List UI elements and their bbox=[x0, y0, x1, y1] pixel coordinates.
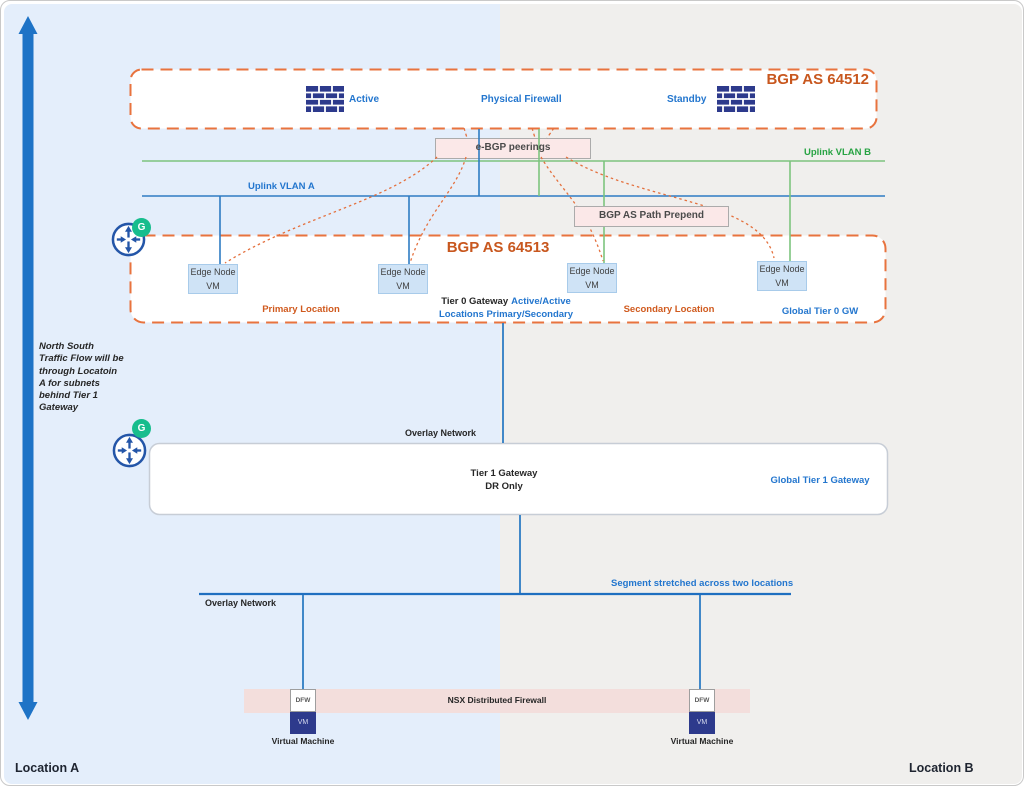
bgp-as-path-prepend-box: BGP AS Path Prepend bbox=[574, 206, 729, 227]
tier1-mode: DR Only bbox=[485, 481, 523, 492]
firewall-active-label: Active bbox=[349, 94, 380, 105]
edge-node-1-line2: VM bbox=[206, 280, 220, 291]
global-badge-tier0: G bbox=[132, 218, 151, 237]
edge-node-4: Edge Node VM bbox=[757, 261, 807, 291]
global-tier0-gw-label: Global Tier 0 GW bbox=[781, 306, 859, 317]
uplink-vlan-b-label: Uplink VLAN B bbox=[804, 147, 872, 158]
tier0-locations: Locations Primary/Secondary bbox=[438, 309, 574, 320]
edge-node-4-line2: VM bbox=[775, 277, 789, 288]
tier1-gateway-label: Tier 1 Gateway DR Only bbox=[349, 467, 659, 493]
edge-node-4-line1: Edge Node bbox=[759, 264, 805, 274]
firewall-standby-label: Standby bbox=[667, 94, 707, 105]
edge-node-3: Edge Node VM bbox=[567, 263, 617, 293]
vm-box-right: VM bbox=[689, 712, 715, 734]
bgp-as-64512-title: BGP AS 64512 bbox=[766, 71, 869, 88]
edge-node-3-line1: Edge Node bbox=[569, 266, 615, 276]
firewall-active-icon bbox=[306, 86, 344, 112]
location-b-label: Location B bbox=[909, 761, 974, 775]
primary-location-label: Primary Location bbox=[262, 304, 340, 315]
nsx-dfw-title: NSX Distributed Firewall bbox=[447, 695, 547, 705]
global-tier1-gateway-label: Global Tier 1 Gateway bbox=[770, 475, 870, 486]
virtual-machine-label-left: Virtual Machine bbox=[271, 736, 335, 746]
location-b-panel bbox=[500, 4, 1022, 784]
location-a-panel bbox=[4, 4, 500, 784]
secondary-location-label: Secondary Location bbox=[623, 304, 715, 315]
dfw-box-right: DFW bbox=[689, 689, 715, 712]
virtual-machine-label-right: Virtual Machine bbox=[670, 736, 734, 746]
stretched-segment-label: Segment stretched across two locations bbox=[611, 578, 794, 589]
tier1-name: Tier 1 Gateway bbox=[470, 468, 538, 479]
edge-node-1: Edge Node VM bbox=[188, 264, 238, 294]
edge-node-2-line1: Edge Node bbox=[380, 267, 426, 277]
edge-node-2: Edge Node VM bbox=[378, 264, 428, 294]
location-a-label: Location A bbox=[15, 761, 80, 775]
uplink-vlan-a-label: Uplink VLAN A bbox=[248, 181, 315, 192]
vm-box-left: VM bbox=[290, 712, 316, 734]
edge-node-2-line2: VM bbox=[396, 280, 410, 291]
tier1-router-icon bbox=[112, 433, 147, 468]
edge-node-3-line2: VM bbox=[585, 279, 599, 290]
overlay-network-label-2: Overlay Network bbox=[205, 598, 277, 608]
bgp-as-64513-title: BGP AS 64513 bbox=[446, 239, 550, 256]
north-south-note: North South Traffic Flow will be through… bbox=[39, 341, 124, 414]
tier0-name: Tier 0 Gateway bbox=[441, 296, 509, 307]
dfw-box-left: DFW bbox=[290, 689, 316, 712]
firewall-standby-icon bbox=[717, 86, 755, 112]
overlay-network-label-1: Overlay Network bbox=[405, 428, 477, 438]
physical-firewall-label: Physical Firewall bbox=[481, 94, 562, 105]
edge-node-1-line1: Edge Node bbox=[190, 267, 236, 277]
ebgp-peerings-label: e-BGP peerings bbox=[475, 142, 551, 153]
tier0-mode: Active/Active bbox=[511, 296, 571, 307]
global-badge-tier1: G bbox=[132, 419, 151, 438]
